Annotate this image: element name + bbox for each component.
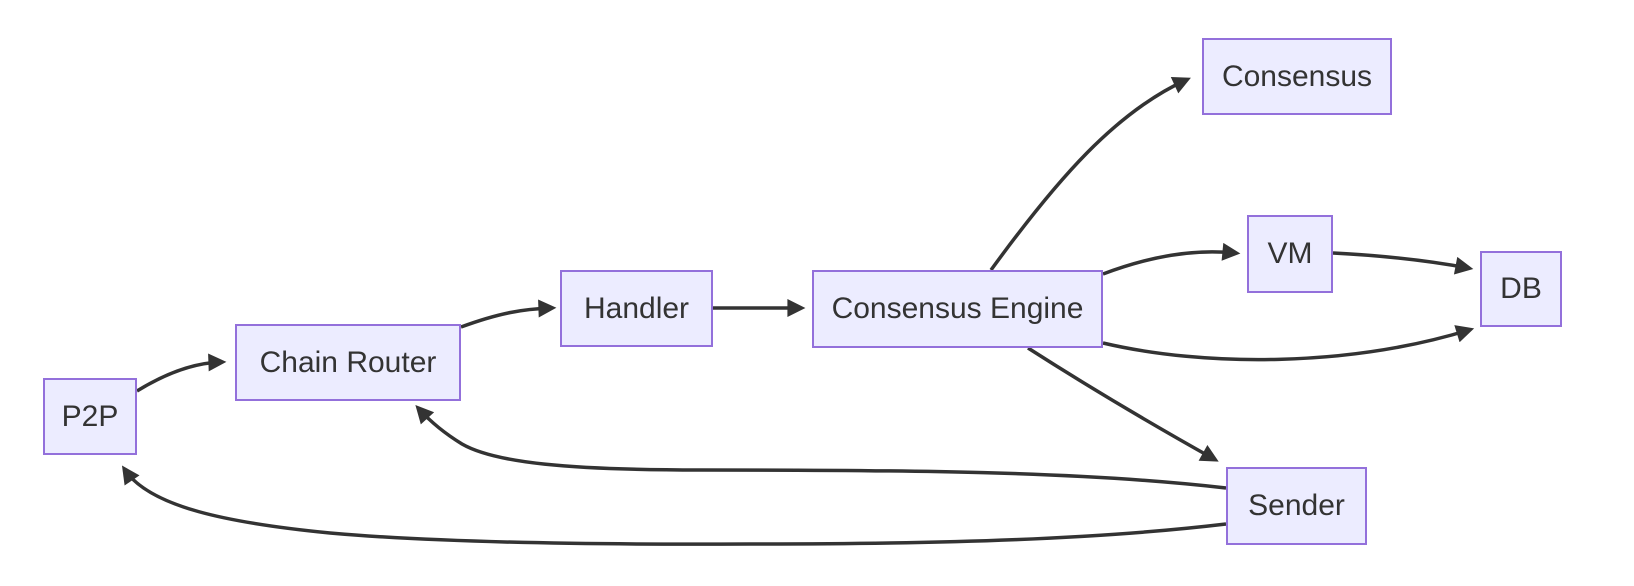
edge-consensus-engine-to-sender: [1027, 346, 1219, 462]
node-sender-label: Sender: [1248, 489, 1345, 522]
node-consensus-label: Consensus: [1221, 59, 1373, 93]
edge-consensus-engine-to-vm: [1102, 242, 1241, 276]
node-sender: Sender: [1226, 467, 1367, 545]
node-vm-label: VM: [1267, 237, 1313, 270]
node-consensus-engine: Consensus Engine: [812, 270, 1103, 348]
node-handler: Handler: [560, 270, 713, 347]
node-vm: VM: [1247, 215, 1333, 293]
node-consensus-engine-label: Consensus Engine: [831, 292, 1084, 325]
node-db-label: DB: [1500, 272, 1542, 305]
node-chain-router-label: Chain Router: [259, 345, 437, 379]
node-db: DB: [1480, 251, 1562, 327]
edge-sender-to-chain-router: [415, 405, 1227, 490]
node-consensus: Consensus: [1202, 38, 1392, 115]
edge-p2p-to-chain-router: [136, 353, 227, 393]
node-p2p-label: P2P: [61, 399, 119, 433]
edge-sender-to-p2p: [121, 465, 1227, 546]
edge-consensus-engine-to-consensus: [989, 77, 1191, 272]
node-chain-router: Chain Router: [235, 324, 461, 401]
node-p2p: P2P: [43, 378, 137, 455]
node-handler-label: Handler: [583, 291, 690, 325]
edge-chain-router-to-handler: [460, 299, 557, 329]
edge-vm-to-db: [1332, 251, 1474, 275]
edge-consensus-engine-to-db: [1102, 325, 1475, 362]
